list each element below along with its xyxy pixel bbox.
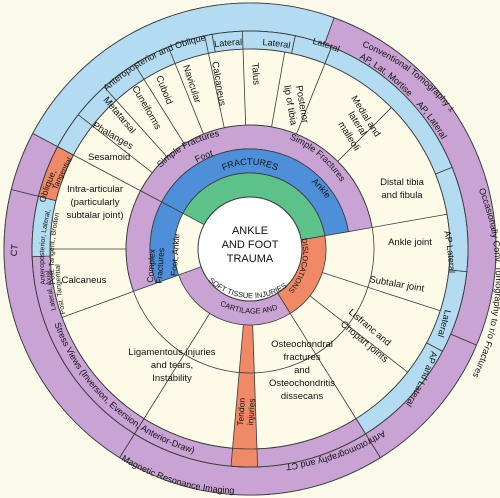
spoke-line bbox=[77, 114, 153, 173]
spoke-line bbox=[241, 31, 247, 126]
label-instability: Instability bbox=[152, 373, 192, 384]
ring-outline bbox=[49, 48, 451, 450]
label-tendon: Tendon bbox=[235, 397, 247, 426]
spoke-line bbox=[271, 51, 286, 127]
label-lateral-1: Lateral bbox=[214, 37, 243, 49]
spoke-line bbox=[61, 291, 134, 318]
center-circle bbox=[197, 196, 303, 302]
label-ct: CT bbox=[9, 243, 20, 257]
label-osteochondritis: Osteochondritis bbox=[269, 378, 335, 389]
spoke-line bbox=[167, 46, 204, 135]
center-line-2: AND FOOT bbox=[222, 239, 279, 251]
label-dissecans: dissecans bbox=[281, 391, 323, 402]
spoke-line bbox=[143, 313, 211, 419]
spoke-line bbox=[309, 295, 408, 373]
label-subtalar-paren: subtalar joint) bbox=[66, 210, 123, 221]
spoke-line bbox=[337, 107, 392, 162]
label-injuries: injuries bbox=[245, 398, 257, 426]
label-distal-tibia: Distal tibia bbox=[380, 177, 425, 188]
spoke-line bbox=[289, 313, 357, 419]
spoke-line bbox=[296, 63, 326, 135]
ring-outline bbox=[125, 124, 375, 374]
label-particularly: (particularly bbox=[70, 197, 119, 208]
label-lateral-2: Lateral bbox=[262, 37, 291, 50]
spoke-lines bbox=[31, 30, 469, 468]
spoke-line bbox=[372, 213, 448, 228]
label-ankle-joint: Ankle joint bbox=[388, 237, 432, 248]
label-and-fibula: and fibula bbox=[381, 190, 423, 201]
spoke-line bbox=[134, 63, 185, 145]
label-intra-articular: Intra-articular bbox=[67, 184, 123, 195]
label-and-tears: and tears, bbox=[151, 360, 193, 371]
label-talus: Talus bbox=[249, 62, 262, 85]
label-complex: Complex bbox=[145, 248, 157, 283]
center-line-3: TRAUMA bbox=[227, 253, 274, 265]
foot-ankle-side-ring bbox=[149, 201, 184, 284]
spoke-line bbox=[103, 86, 168, 158]
spoke-line bbox=[204, 35, 225, 128]
label-osteochondral: Osteochondral bbox=[271, 339, 333, 350]
spoke-line bbox=[57, 146, 141, 192]
label-sesamoid: Sesamoid bbox=[88, 152, 130, 163]
label-and-osteo: and bbox=[294, 365, 310, 376]
label-foot-ankle: Foot, Ankle bbox=[169, 233, 182, 276]
label-complex-fractures: Fractures bbox=[154, 248, 166, 285]
label-calcaneus-left: Calcaneus bbox=[62, 275, 107, 286]
center-hub: ANKLE AND FOOT TRAUMA bbox=[222, 225, 279, 265]
center-line-1: ANKLE bbox=[232, 225, 268, 237]
ring-outline bbox=[31, 30, 469, 468]
label-ligamentous: Ligamentous injuries bbox=[128, 347, 215, 358]
complex-fractures-labels: Complex Fractures Foot, Ankle bbox=[145, 233, 182, 284]
spoke-line bbox=[322, 272, 441, 312]
label-fractures-osteo: fractures bbox=[284, 352, 321, 363]
